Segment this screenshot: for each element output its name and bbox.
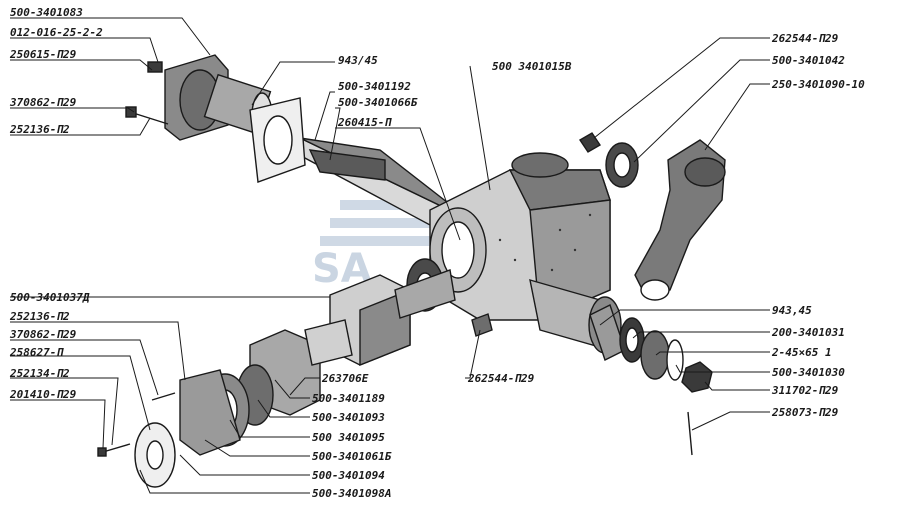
label-500-3401098A: 500-3401098А bbox=[312, 487, 391, 500]
label-500-3401094: 500-3401094 bbox=[312, 469, 385, 482]
label-252134: 252134-П2 bbox=[9, 367, 70, 380]
label-263706E: 263706Е bbox=[321, 372, 369, 385]
label-250-3401090: 250-3401090-10 bbox=[771, 78, 865, 91]
label-500-3401061B: 500-3401061Б bbox=[312, 450, 392, 463]
label-201410: 201410-П29 bbox=[9, 388, 77, 401]
label-252136-lower: 252136-П2 bbox=[9, 310, 70, 323]
label-500-3401083: 500-3401083 bbox=[10, 6, 83, 19]
label-943-45-upper: 943/45 bbox=[338, 54, 378, 67]
label-2-45x65: 2-45×65 1 bbox=[771, 346, 832, 359]
label-012-016: 012-016-25-2-2 bbox=[10, 26, 103, 39]
steering-housing bbox=[288, 137, 622, 354]
lower-left-assembly bbox=[97, 258, 456, 488]
label-500-3401192: 500-3401192 bbox=[338, 80, 411, 93]
label-500-3401189: 500-3401189 bbox=[312, 392, 385, 405]
label-500-3401015V: 500 3401015В bbox=[492, 60, 572, 73]
label-500-3401037D: 500-3401037Д bbox=[10, 291, 90, 304]
label-262544-upper: 262544-П29 bbox=[771, 32, 839, 45]
label-370862-upper: 370862-П29 bbox=[9, 96, 77, 109]
label-200-3401031: 200-3401031 bbox=[771, 326, 845, 339]
label-943-45-lower: 943,45 bbox=[772, 304, 812, 317]
leader-lines bbox=[10, 17, 770, 494]
label-500-3401093: 500-3401093 bbox=[312, 411, 385, 424]
label-500-3401095: 500 3401095 bbox=[312, 431, 385, 444]
part-labels: 500-3401083 012-016-25-2-2 250615-П29 37… bbox=[9, 6, 865, 500]
label-258073: 258073-П29 bbox=[771, 406, 839, 419]
label-370862-lower: 370862-П29 bbox=[9, 328, 77, 341]
lower-right-parts bbox=[589, 304, 713, 456]
label-252136-upper: 252136-П2 bbox=[9, 123, 70, 136]
label-250615: 250615-П29 bbox=[9, 48, 77, 61]
label-262544-lower: 262544-П29 bbox=[467, 372, 535, 385]
label-500-3401042: 500-3401042 bbox=[772, 54, 845, 67]
label-258627: 258627-П bbox=[9, 346, 64, 359]
label-500-3401030: 500-3401030 bbox=[772, 366, 845, 379]
pitman-arm-assembly bbox=[579, 132, 726, 301]
upper-cover-assembly bbox=[125, 54, 306, 183]
label-311702: 311702-П29 bbox=[771, 384, 839, 397]
label-260415: 260415-П bbox=[337, 116, 392, 129]
label-500-3401066B: 500-3401066Б bbox=[338, 96, 418, 109]
